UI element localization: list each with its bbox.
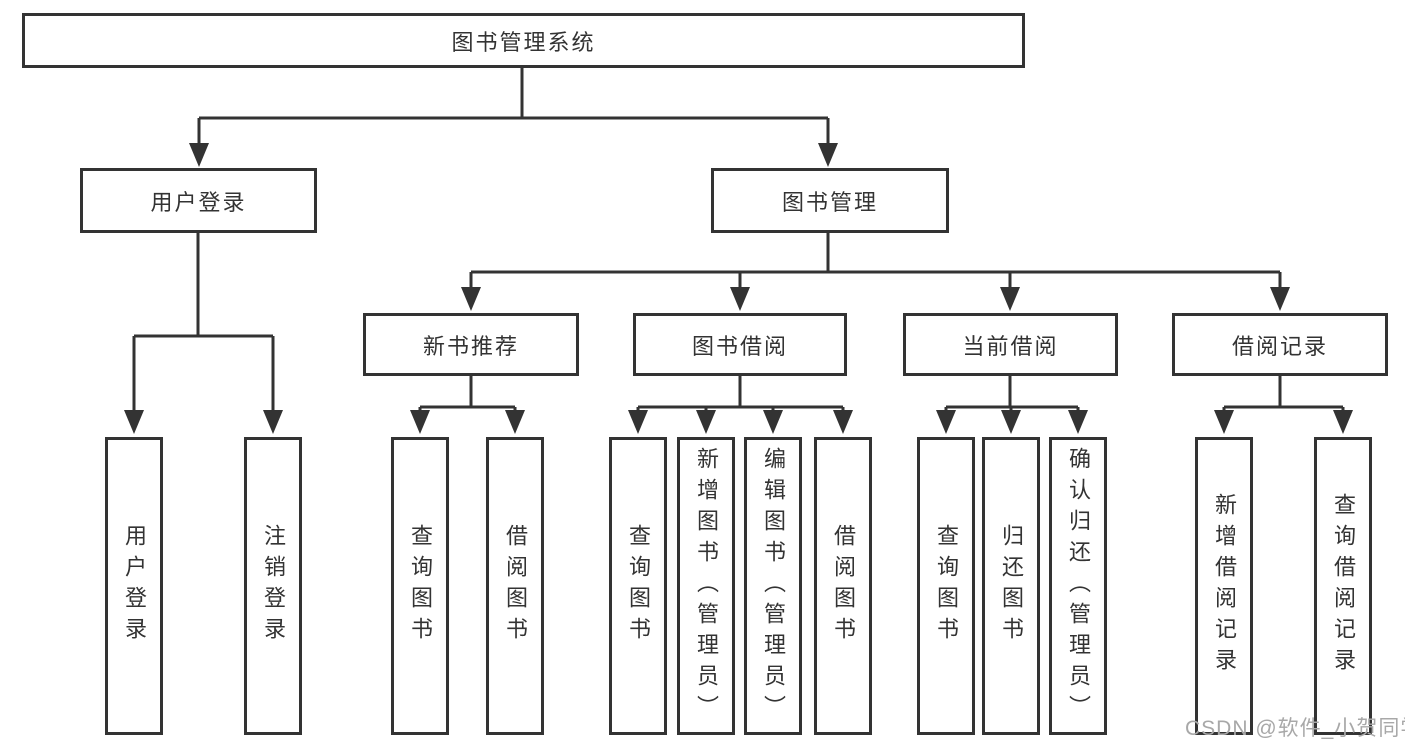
node-label: 查询借阅记录 bbox=[1331, 493, 1356, 679]
node-label: 用户登录 bbox=[150, 189, 247, 215]
leaf-borrow-book-recommend: 借阅图书 bbox=[486, 437, 544, 735]
node-book-management: 图书管理 bbox=[711, 168, 949, 233]
leaf-query-book-current: 查询图书 bbox=[917, 437, 975, 735]
node-book-borrow: 图书借阅 bbox=[633, 313, 847, 376]
leaf-query-book-recommend: 查询图书 bbox=[391, 437, 449, 735]
node-current-borrow: 当前借阅 bbox=[903, 313, 1118, 376]
leaf-return-book: 归还图书 bbox=[982, 437, 1040, 735]
leaf-add-borrow-record: 新增借阅记录 bbox=[1195, 437, 1253, 735]
node-label: 新增借阅记录 bbox=[1212, 493, 1237, 679]
leaf-query-borrow-record: 查询借阅记录 bbox=[1314, 437, 1372, 735]
leaf-user-login: 用户登录 bbox=[105, 437, 163, 735]
node-label: 用户登录 bbox=[122, 524, 147, 648]
node-label: 借阅图书 bbox=[831, 524, 856, 648]
leaf-query-book-borrow: 查询图书 bbox=[609, 437, 667, 735]
node-label: 查询图书 bbox=[934, 524, 959, 648]
node-label: 借阅图书 bbox=[503, 524, 528, 648]
node-label: 图书管理 bbox=[781, 189, 878, 215]
node-label: 借阅记录 bbox=[1231, 333, 1328, 359]
arrowheads bbox=[124, 143, 1353, 434]
leaf-add-book-admin: 新增图书（管理员） bbox=[677, 437, 735, 735]
node-label: 编辑图书（管理员） bbox=[761, 446, 786, 726]
node-system-root: 图书管理系统 bbox=[22, 13, 1025, 68]
node-label: 确认归还（管理员） bbox=[1066, 446, 1091, 726]
leaf-logout: 注销登录 bbox=[244, 437, 302, 735]
csdn-watermark: CSDN @软件_小贺同学 bbox=[1185, 717, 1405, 740]
leaf-confirm-return-admin: 确认归还（管理员） bbox=[1049, 437, 1107, 735]
node-borrow-records: 借阅记录 bbox=[1172, 313, 1388, 376]
node-label: 图书借阅 bbox=[691, 333, 788, 359]
node-label: 查询图书 bbox=[408, 524, 433, 648]
node-label: 新增图书（管理员） bbox=[694, 446, 719, 726]
leaf-borrow-book: 借阅图书 bbox=[814, 437, 872, 735]
node-new-book-recommend: 新书推荐 bbox=[363, 313, 579, 376]
node-label: 查询图书 bbox=[626, 524, 651, 648]
node-label: 图书管理系统 bbox=[451, 29, 596, 55]
leaf-edit-book-admin: 编辑图书（管理员） bbox=[744, 437, 802, 735]
node-label: 注销登录 bbox=[261, 524, 286, 648]
node-label: 当前借阅 bbox=[962, 333, 1059, 359]
node-user-login: 用户登录 bbox=[80, 168, 317, 233]
node-label: 归还图书 bbox=[999, 524, 1024, 648]
node-label: 新书推荐 bbox=[422, 333, 519, 359]
